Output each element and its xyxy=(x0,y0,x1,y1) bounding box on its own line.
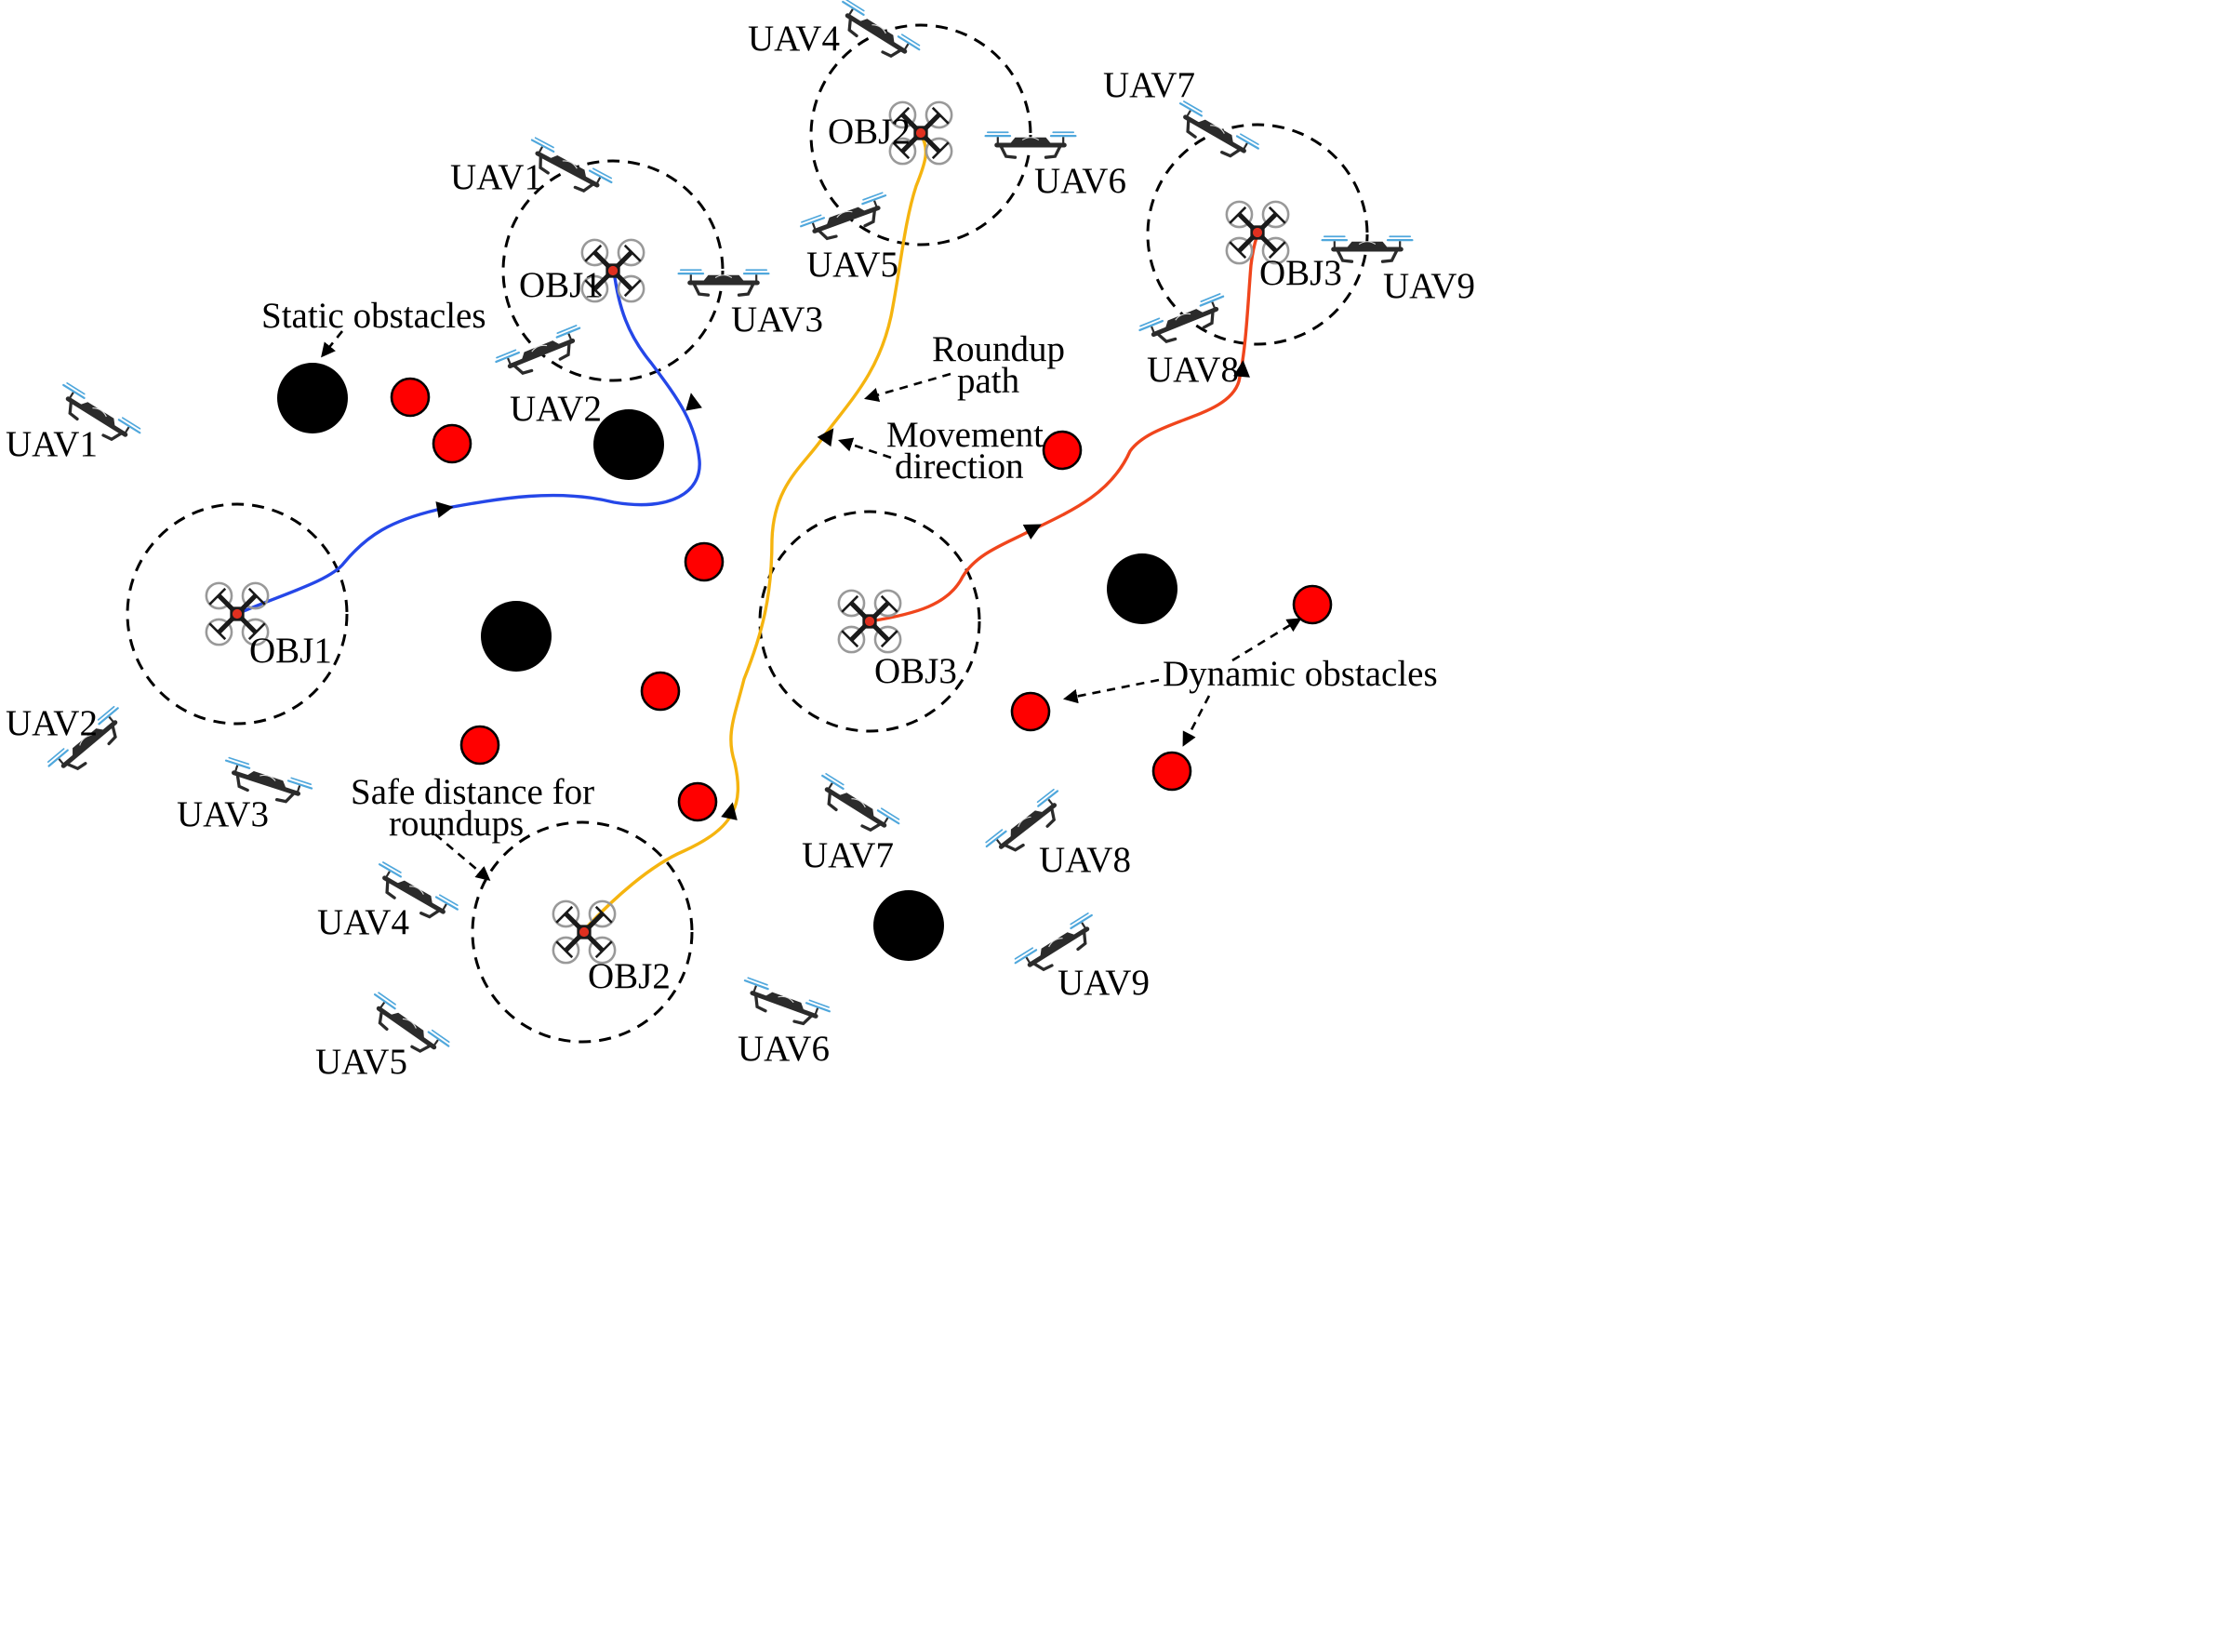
arrowhead xyxy=(817,428,834,447)
uav-label-end: UAV7 xyxy=(1103,65,1195,105)
target-label-obj1-end: OBJ1 xyxy=(519,265,602,305)
label-safe-distance-line1: Safe distance for xyxy=(351,772,594,812)
uav-label-start: UAV1 xyxy=(6,424,98,464)
uav-label-start: UAV8 xyxy=(1039,840,1131,880)
pursuer-uav-icon xyxy=(738,978,831,1032)
uav-label-end: UAV3 xyxy=(731,300,823,340)
pursuer-uav-icon xyxy=(811,773,900,842)
static-obstacle xyxy=(593,409,664,480)
target-label-obj2-start: OBJ2 xyxy=(588,956,671,996)
label-roundup-path-line1: Roundup xyxy=(932,329,1065,369)
uav-label-start: UAV5 xyxy=(315,1042,407,1082)
dynamic-obstacle xyxy=(390,377,431,418)
uav-label-end: UAV4 xyxy=(748,19,840,59)
uav-label-start: UAV6 xyxy=(738,1029,830,1069)
roundup-path-obj2 xyxy=(580,133,928,934)
pointer-dynamic-obstacles-left xyxy=(1062,678,1160,704)
static-obstacle xyxy=(1107,553,1177,624)
label-static-obstacles: Static obstacles xyxy=(261,296,486,336)
uav-label-end: UAV1 xyxy=(450,157,542,197)
target-label-obj3-end: OBJ3 xyxy=(1259,253,1342,293)
static-obstacle xyxy=(481,601,552,672)
static-obstacle xyxy=(277,363,348,433)
safe-zone-obj2-end xyxy=(809,23,1032,246)
pursuer-uav-icon xyxy=(800,193,893,246)
arrowhead xyxy=(721,802,738,820)
arrowhead xyxy=(685,393,702,411)
dynamic-obstacle xyxy=(640,671,681,712)
roundup-path-obj1 xyxy=(235,269,701,616)
pointer-roundup-path xyxy=(864,372,951,403)
pointer-static-obstacles xyxy=(321,330,344,358)
dynamic-obstacles xyxy=(390,377,1333,822)
pursuer-uav-icon xyxy=(1138,293,1231,350)
dynamic-obstacle xyxy=(677,781,718,822)
dynamic-obstacle xyxy=(459,725,500,766)
safe-zone-obj3-end xyxy=(1146,123,1369,346)
target-quadcopter-icon xyxy=(553,901,615,963)
dynamic-obstacle xyxy=(1292,584,1333,625)
annotation-pointers xyxy=(321,330,1302,882)
dynamic-obstacle xyxy=(1042,430,1083,471)
pointer-dynamic-obstacles-upright xyxy=(1231,618,1302,662)
safe-zone-obj2-start xyxy=(471,820,694,1044)
target-label-obj3-start: OBJ3 xyxy=(874,651,957,691)
safe-zone-obj3-start xyxy=(758,510,981,733)
uav-label-end: UAV8 xyxy=(1147,350,1239,390)
safe-zone-obj1-start xyxy=(126,502,349,726)
label-movement-direction-line1: Movement xyxy=(886,415,1044,455)
dynamic-obstacle xyxy=(1151,751,1192,792)
arrowhead xyxy=(1022,524,1042,540)
pointer-movement-direction xyxy=(838,437,892,460)
uav-label-end: UAV5 xyxy=(806,245,898,285)
pursuer-uav-icon xyxy=(1169,100,1259,167)
uav-label-start: UAV9 xyxy=(1058,963,1150,1003)
uav-label-start: UAV4 xyxy=(317,902,409,942)
target-label-obj2-end: OBJ2 xyxy=(828,112,911,152)
uav-label-end: UAV6 xyxy=(1034,161,1126,201)
uav-label-end: UAV2 xyxy=(510,389,602,429)
roundup-path-obj3 xyxy=(868,233,1259,623)
uav-label-start: UAV7 xyxy=(802,835,894,875)
static-obstacle xyxy=(873,890,944,961)
label-dynamic-obstacles: Dynamic obstacles xyxy=(1163,654,1438,694)
target-quadcopter-icon xyxy=(839,591,900,652)
uav-label-start: UAV3 xyxy=(177,794,269,834)
targets xyxy=(206,102,1288,963)
arrowhead xyxy=(1233,360,1250,378)
uav-label-end: UAV9 xyxy=(1383,266,1475,306)
static-obstacles xyxy=(277,363,1177,961)
uav-label-start: UAV2 xyxy=(6,703,98,743)
target-label-obj1-start: OBJ1 xyxy=(249,631,332,671)
safe-zone-obj1-end xyxy=(501,159,725,382)
pursuer-uavs-end xyxy=(495,0,1412,381)
pursuer-uav-icon xyxy=(831,0,921,68)
dynamic-obstacle xyxy=(684,541,725,582)
arrowhead xyxy=(435,501,454,518)
dynamic-obstacle xyxy=(1010,691,1051,732)
label-safe-distance-line2: roundups xyxy=(389,804,524,844)
dynamic-obstacle xyxy=(432,423,472,464)
movement-arrowheads xyxy=(435,360,1250,820)
pointer-safe-distance xyxy=(434,833,491,882)
label-movement-direction-line2: direction xyxy=(895,446,1024,486)
label-roundup-path-line2: path xyxy=(957,361,1019,401)
pointer-dynamic-obstacles-down xyxy=(1182,695,1211,747)
